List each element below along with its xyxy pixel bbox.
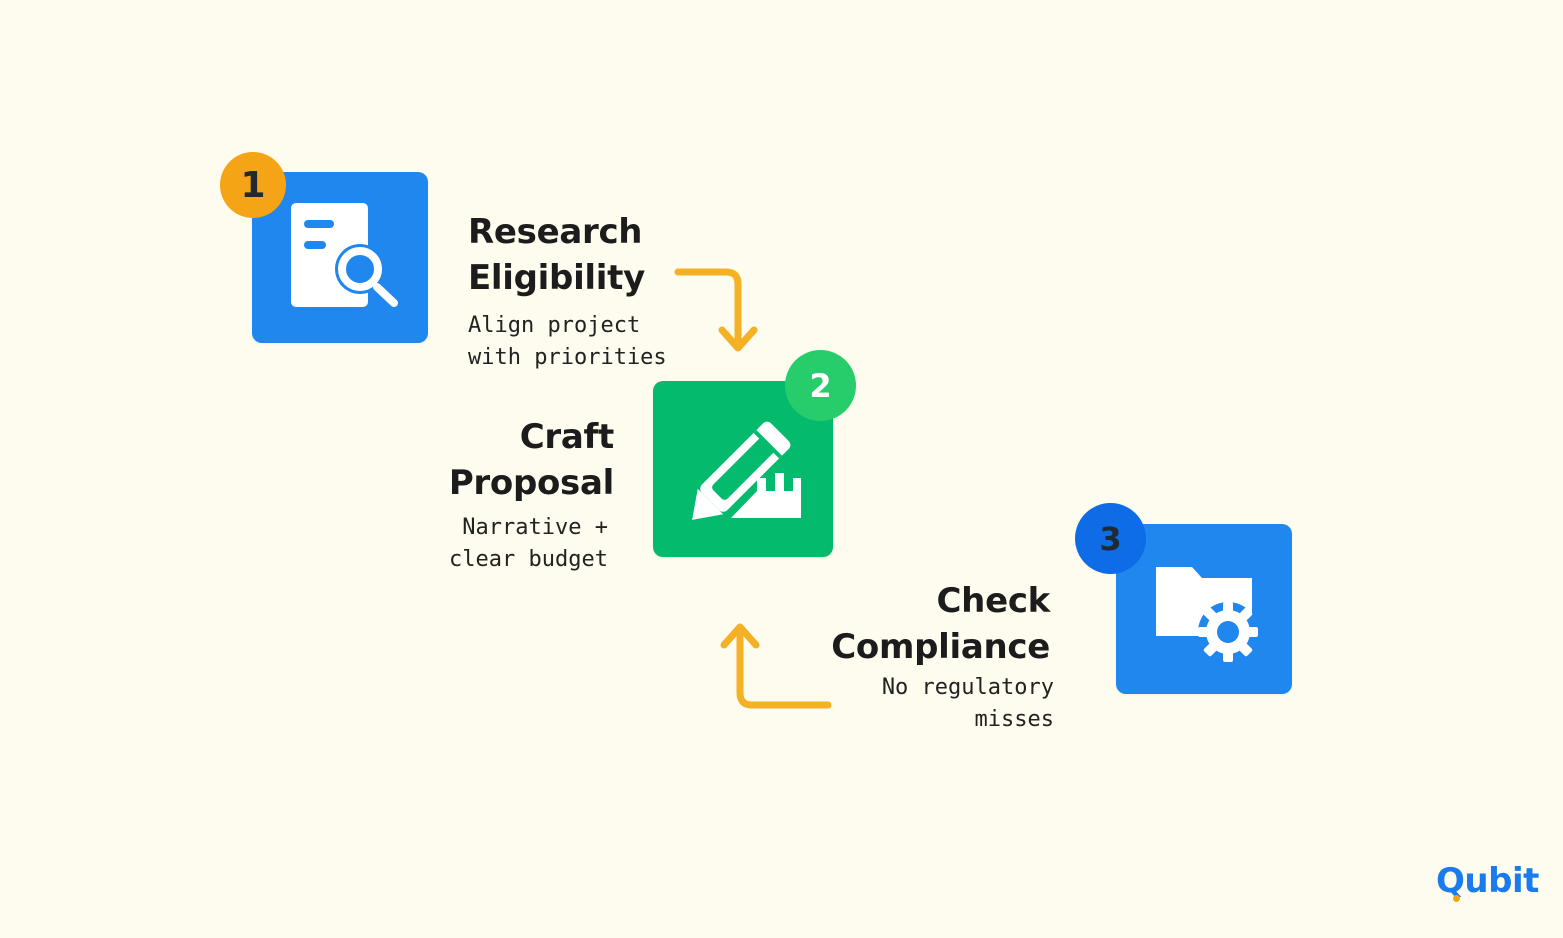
step-3-title: Check Compliance <box>780 578 1050 670</box>
step-1-title-line-1: Research <box>468 212 643 252</box>
step-2-title-line-1: Craft <box>519 417 615 457</box>
step-1-subtitle: Align project with priorities <box>468 310 667 374</box>
pencil-ruler-icon <box>692 421 801 520</box>
brand-dot-icon <box>1453 895 1460 902</box>
step-1-tile <box>252 172 428 343</box>
step-2-subtitle-line-2: clear budget <box>449 547 608 572</box>
step-2-number: 2 <box>809 366 832 405</box>
step-3-subtitle: No regulatory misses <box>820 672 1054 736</box>
step-2-title: Craft Proposal <box>400 414 614 506</box>
step-1-subtitle-line-2: with priorities <box>468 345 667 370</box>
folder-gear-icon <box>1156 567 1258 662</box>
brand-logo: Qubit <box>1436 858 1539 904</box>
step-1-subtitle-line-1: Align project <box>468 313 641 338</box>
step-2-subtitle-line-1: Narrative + <box>462 515 608 540</box>
step-1-badge: 1 <box>220 152 286 218</box>
step-2-badge: 2 <box>785 350 856 421</box>
brand-name: Qubit <box>1436 861 1539 901</box>
step-3-number: 3 <box>1099 519 1122 558</box>
step-3-badge: 3 <box>1075 503 1146 574</box>
step-2-tile <box>653 381 833 557</box>
step-3-subtitle-line-1: No regulatory <box>881 675 1054 700</box>
step-1-title-line-2: Eligibility <box>468 258 645 298</box>
step-3-title-line-1: Check <box>936 581 1051 621</box>
document-search-icon <box>291 203 398 307</box>
step-1-title: Research Eligibility <box>468 209 645 301</box>
step-2-subtitle: Narrative + clear budget <box>380 512 608 576</box>
step-2-title-line-2: Proposal <box>448 463 614 503</box>
step-3-title-line-2: Compliance <box>831 627 1050 667</box>
step-3-subtitle-line-2: misses <box>974 707 1054 732</box>
bent-arrow-down-icon <box>674 268 758 352</box>
step-1-number: 1 <box>240 164 266 206</box>
step-3-tile <box>1116 524 1292 694</box>
